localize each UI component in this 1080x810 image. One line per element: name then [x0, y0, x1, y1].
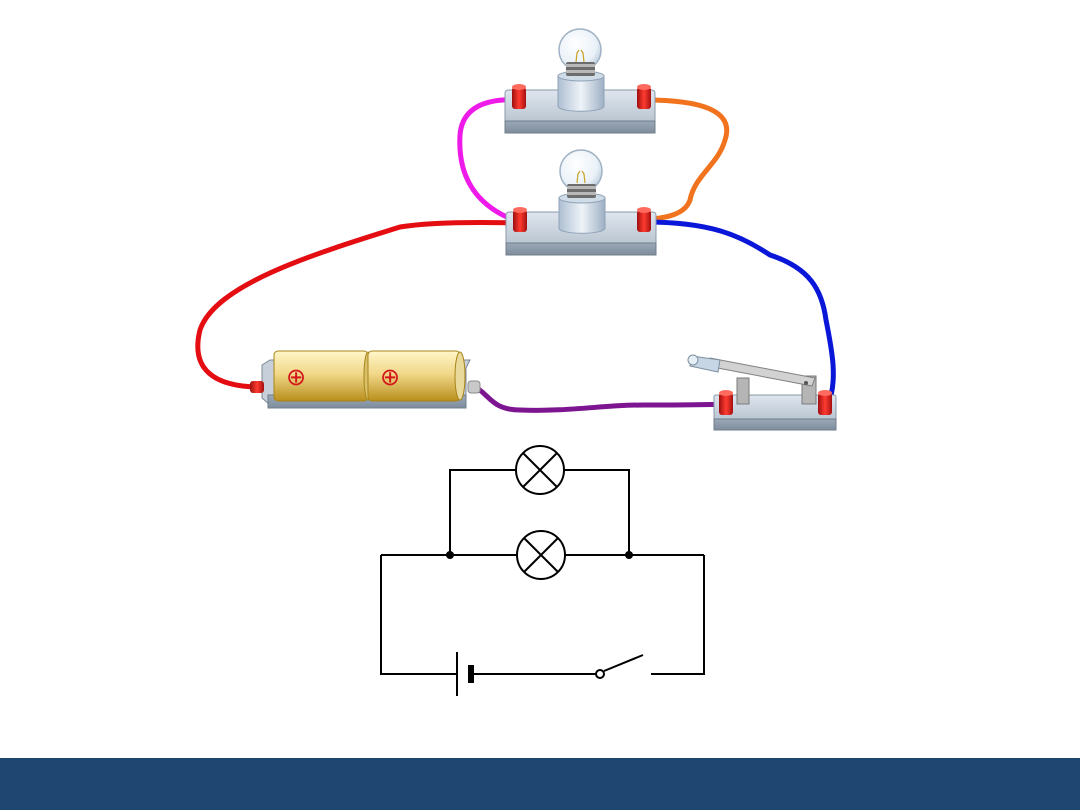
lamp-symbol	[515, 445, 565, 495]
footer-bar	[0, 758, 1080, 810]
terminal-post	[637, 84, 651, 109]
wire-red	[195, 219, 524, 390]
terminal-post	[467, 380, 481, 394]
wire-purple	[471, 383, 729, 413]
battery-symbol	[456, 652, 474, 696]
wire-magenta	[457, 97, 522, 225]
schematic-wire	[651, 555, 705, 675]
junction-dot	[446, 551, 454, 559]
terminal-post	[512, 84, 526, 109]
wire-blue	[642, 219, 836, 408]
lower-bulb-holder	[505, 149, 657, 256]
terminal-post	[250, 381, 264, 393]
plus-icon: ⊕	[380, 363, 400, 391]
plus-icon: ⊕	[286, 363, 306, 391]
terminal-post	[637, 207, 651, 232]
circuit-schematic	[380, 445, 705, 696]
terminal-post	[719, 390, 733, 415]
schematic-wire	[380, 555, 456, 675]
wire-orange	[642, 97, 730, 223]
schematic-wire	[449, 469, 515, 555]
terminal-post	[513, 207, 527, 232]
junction-dot	[625, 551, 633, 559]
wires	[195, 97, 836, 413]
knife-switch	[687, 354, 837, 431]
battery-holder: ⊕ ⊕	[250, 350, 481, 409]
upper-bulb	[557, 28, 605, 112]
schematic-wire	[564, 469, 630, 555]
switch-handle	[687, 354, 721, 373]
lower-bulb	[558, 149, 606, 234]
lamp-symbol	[516, 530, 566, 580]
terminal-post	[818, 390, 832, 415]
upper-bulb-holder	[504, 28, 656, 134]
switch-symbol	[595, 654, 644, 679]
battery-cell	[367, 350, 466, 402]
